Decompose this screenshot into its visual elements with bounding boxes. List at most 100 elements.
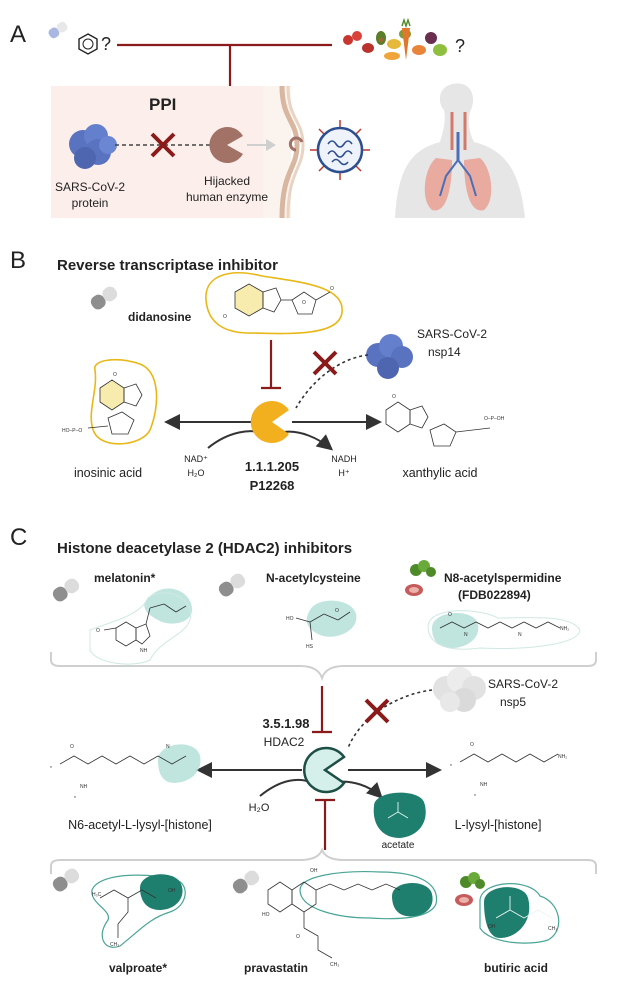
- lettuce-icon-2: [460, 872, 485, 889]
- butiric-highlight: [484, 887, 530, 938]
- svg-text:H₃C: H₃C: [92, 892, 102, 898]
- drug-capsule-icon-melatonin: [52, 578, 80, 602]
- nsp14-dashed-link: [295, 354, 369, 409]
- pravastatin-label: pravastatin: [244, 961, 308, 975]
- food-icons: [343, 17, 447, 60]
- svg-text:N: N: [166, 744, 170, 750]
- svg-text:NH₂: NH₂: [558, 754, 567, 760]
- melatonin-highlight: [144, 588, 193, 624]
- virus-protein-label-2: protein: [72, 196, 109, 210]
- sars-cov-2-virion-icon: [310, 120, 370, 180]
- pravastatin-highlight: [392, 882, 433, 917]
- nsp14-label-2: nsp14: [428, 345, 461, 359]
- nsp14-blob-icon: [366, 334, 413, 379]
- question-mark-drug: ?: [101, 34, 111, 54]
- lettuce-icon: [410, 560, 436, 577]
- impdh-enzyme-icon: [250, 400, 289, 443]
- enzyme-label-1: Hijacked: [204, 174, 250, 188]
- svg-text:O: O: [70, 744, 74, 750]
- acetate-blob: [373, 792, 426, 838]
- svg-text:NH: NH: [80, 784, 88, 790]
- nsp5-label-2: nsp5: [500, 695, 526, 709]
- inosinic-outline: [90, 358, 158, 445]
- svg-text:O: O: [470, 742, 474, 748]
- ec-number-b: 1.1.1.205: [245, 459, 299, 474]
- panel-a-label: A: [10, 21, 26, 48]
- svg-text:O: O: [330, 286, 334, 292]
- bottom-inhibitors-brace: [50, 847, 597, 874]
- human-lungs-icon: [395, 83, 525, 218]
- svg-text:O: O: [448, 612, 452, 618]
- valproate-highlight: [140, 874, 183, 910]
- svg-text:HS: HS: [306, 644, 314, 650]
- nac-label: N-acetylcysteine: [266, 571, 361, 585]
- virus-protein-blob-icon: [69, 124, 117, 169]
- hijacked-enzyme-icon: [209, 127, 243, 163]
- question-mark-food: ?: [455, 36, 465, 56]
- receptor-icon: [288, 136, 304, 152]
- svg-text:O: O: [113, 372, 117, 378]
- butiric-outline: [479, 883, 560, 944]
- svg-text:OH: OH: [168, 888, 176, 894]
- svg-text:O: O: [96, 628, 100, 634]
- hdac2-label: HDAC2: [264, 735, 305, 749]
- inosinic-acid-label: inosinic acid: [74, 466, 142, 480]
- nac-highlight: [306, 600, 357, 637]
- acetylspermidine-id: (FDB022894): [458, 588, 531, 602]
- acetylspermidine-highlight: [432, 613, 479, 648]
- svg-text:CH₃: CH₃: [330, 962, 339, 968]
- nac-structure: HO HS O: [286, 608, 351, 650]
- melatonin-structure: NH O: [96, 603, 187, 654]
- svg-text:O: O: [335, 608, 339, 614]
- cofactor-in-1: NAD⁺: [184, 454, 208, 464]
- butiric-acid-structure: OH CH₃: [488, 896, 557, 932]
- drug-capsule-icon-pravastatin: [232, 870, 260, 894]
- cell-membrane: [279, 85, 300, 219]
- didanosine-outline: [205, 272, 343, 335]
- uniprot-id-b: P12268: [250, 478, 295, 493]
- inosinic-acid-structure: HO–P–O O: [62, 372, 143, 435]
- substrate-structure: * O NH * N: [50, 744, 187, 802]
- svg-text:O–P–OH: O–P–OH: [484, 416, 505, 422]
- svg-text:HO: HO: [286, 616, 294, 622]
- top-inhibitors-brace: [50, 652, 597, 682]
- virus-protein-label-1: SARS-CoV-2: [55, 180, 125, 194]
- svg-text:N: N: [518, 632, 522, 638]
- melatonin-label: melatonin*: [94, 571, 156, 585]
- svg-text:NH₂: NH₂: [560, 626, 569, 632]
- cofactor-in-2: H₂O: [188, 468, 205, 478]
- product-label: L-lysyl-[histone]: [455, 818, 542, 832]
- drug-capsule-icon-nac: [218, 573, 246, 597]
- acetylspermidine-structure: N N NH₂ O: [439, 612, 569, 638]
- svg-text:*: *: [474, 794, 476, 800]
- drug-capsule-icon-valproate: [52, 868, 80, 892]
- cofactor-out-2: H⁺: [338, 468, 349, 478]
- acetylspermidine-label: N8-acetylspermidine: [444, 571, 562, 585]
- ppi-label: PPI: [149, 95, 176, 114]
- valproate-label: valproate*: [109, 961, 167, 975]
- panel-b-title: Reverse transcriptase inhibitor: [57, 257, 278, 274]
- hdac2-enzyme-icon: [303, 746, 346, 794]
- svg-text:NH: NH: [140, 648, 148, 654]
- svg-text:*: *: [74, 796, 76, 802]
- water-label: H₂O: [249, 802, 270, 814]
- svg-text:NH: NH: [480, 782, 488, 788]
- product-structure: * O NH * NH₂: [450, 742, 567, 800]
- panel-c-label: C: [10, 524, 27, 551]
- meat-icon: [405, 584, 423, 596]
- didanosine-label: didanosine: [128, 310, 192, 324]
- svg-text:OH: OH: [488, 924, 496, 930]
- nsp14-label-1: SARS-CoV-2: [417, 327, 487, 341]
- benzene-ring-icon: [78, 33, 98, 55]
- xanthylic-acid-structure: O O–P–OH: [385, 394, 505, 447]
- drug-capsule-icon-b: [90, 286, 118, 310]
- enzyme-label-2: human enzyme: [186, 190, 268, 204]
- cofactor-out-1: NADH: [331, 454, 357, 464]
- nsp5-block-x-icon: [364, 698, 390, 724]
- substrate-highlight: [158, 744, 201, 783]
- nsp5-label-1: SARS-CoV-2: [488, 677, 558, 691]
- nsp14-block-x-icon: [312, 350, 338, 376]
- svg-text:O: O: [296, 934, 300, 940]
- svg-text:*: *: [50, 766, 52, 772]
